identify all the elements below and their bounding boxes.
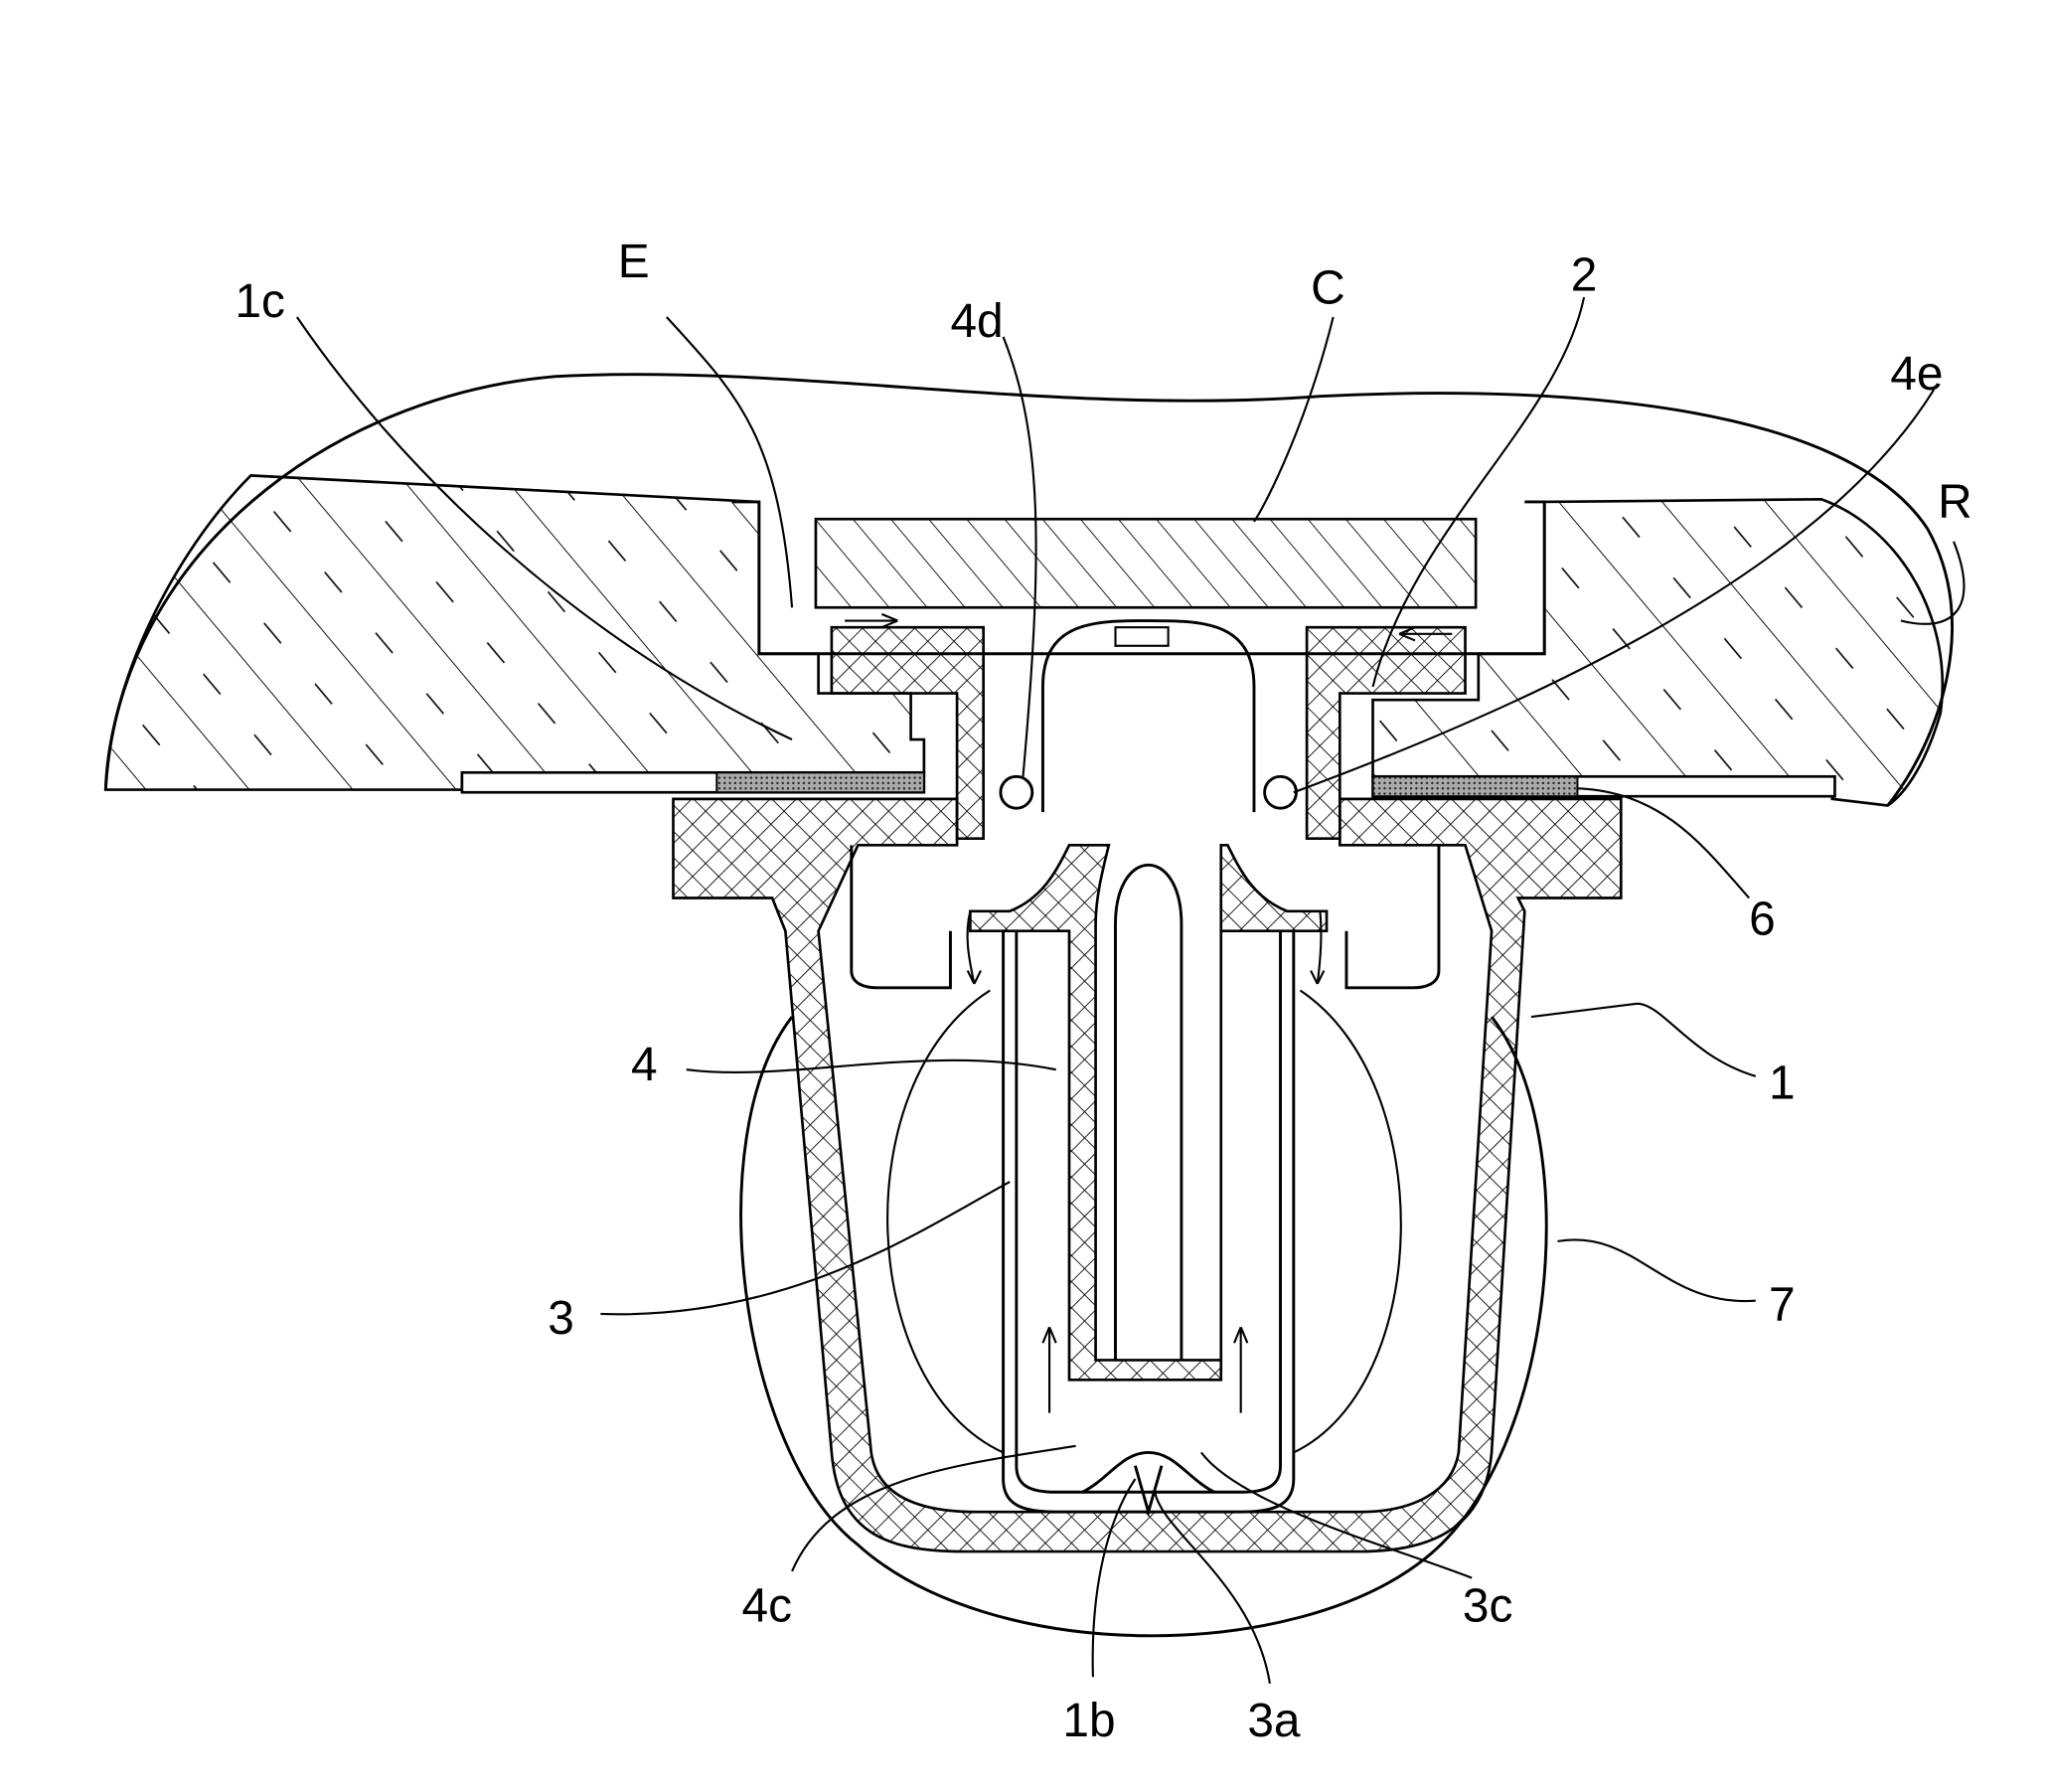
ball-right (1263, 774, 1298, 810)
label-r: R (1938, 476, 1972, 529)
label-e: E (618, 236, 650, 288)
leader-lines (296, 296, 1966, 1685)
gasket-left (715, 771, 925, 794)
label-4: 4 (631, 1039, 658, 1091)
tube-4 (969, 844, 1329, 1382)
label-4d: 4d (950, 295, 1003, 348)
label-4e: 4e (1890, 348, 1943, 401)
ball-left (999, 774, 1034, 810)
label-6: 6 (1749, 894, 1776, 946)
label-3c: 3c (1463, 1579, 1513, 1632)
gasket-right (1371, 775, 1579, 798)
label-7: 7 (1769, 1279, 1796, 1332)
label-4c: 4c (742, 1579, 793, 1632)
label-c: C (1311, 262, 1345, 315)
label-3a: 3a (1247, 1695, 1301, 1747)
cap-outline (103, 373, 1955, 807)
seal-right (1305, 625, 1467, 841)
label-1c: 1c (235, 275, 284, 328)
label-1: 1 (1769, 1057, 1796, 1109)
label-3: 3 (548, 1292, 574, 1345)
label-2: 2 (1571, 248, 1598, 301)
container-wall (672, 797, 1623, 1553)
label-1b: 1b (1062, 1695, 1115, 1747)
reservoir-region (103, 474, 926, 791)
plate-c (814, 517, 1478, 609)
